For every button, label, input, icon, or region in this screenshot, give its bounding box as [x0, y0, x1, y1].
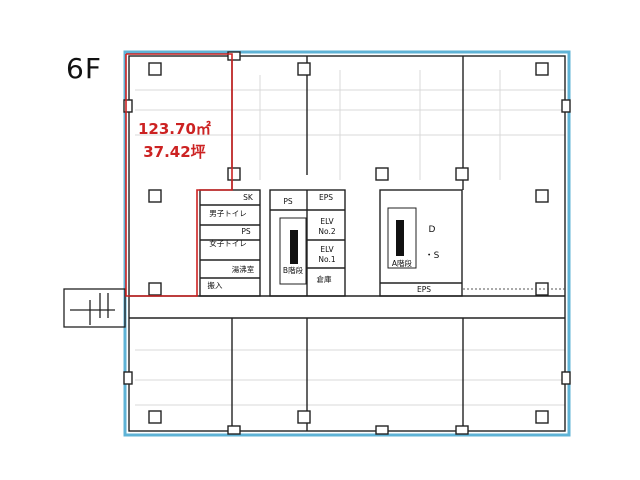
label-elv2-1: ELV: [320, 217, 334, 226]
stair-lines: [279, 207, 417, 285]
label-stairs-b: B階段: [283, 265, 304, 275]
background-grid: [135, 70, 565, 406]
label-elv2-2: No.2: [318, 227, 335, 236]
label-import: 搬入: [208, 280, 223, 290]
label-storage: 倉庫: [317, 274, 332, 284]
label-eps-bottom: EPS: [417, 285, 431, 294]
unit-area: 123.70㎡ 37.42坪: [138, 118, 211, 164]
stair-b-hatch: [290, 230, 298, 264]
label-elv1-2: No.1: [318, 255, 335, 264]
unit-area-m2: 123.70㎡: [138, 120, 211, 138]
exterior-stair: [63, 288, 126, 328]
label-ds-2: ・S: [425, 251, 440, 261]
stair-a-hatch: [396, 220, 404, 256]
floor-label: 6F: [66, 52, 102, 85]
label-ps-left: PS: [241, 227, 251, 236]
outer-curtain-wall: [123, 50, 571, 437]
label-ps-center: PS: [283, 197, 293, 206]
leased-unit-outline: [125, 53, 233, 297]
room-labels: SK PS PS EPS EPS 男子トイレ 女子トイレ 湯沸室 搬入 B階段 …: [208, 193, 440, 294]
label-kitchen: 湯沸室: [232, 264, 255, 274]
label-eps-top: EPS: [319, 193, 333, 202]
label-womens-toilet: 女子トイレ: [209, 238, 247, 248]
label-stairs-a: A階段: [392, 258, 413, 268]
unit-area-tsubo: 37.42坪: [143, 143, 206, 161]
label-elv1-1: ELV: [320, 245, 334, 254]
label-ds-1: D: [429, 225, 436, 235]
label-mens-toilet: 男子トイレ: [209, 209, 247, 218]
columns: [123, 51, 571, 435]
label-sk: SK: [243, 193, 254, 202]
